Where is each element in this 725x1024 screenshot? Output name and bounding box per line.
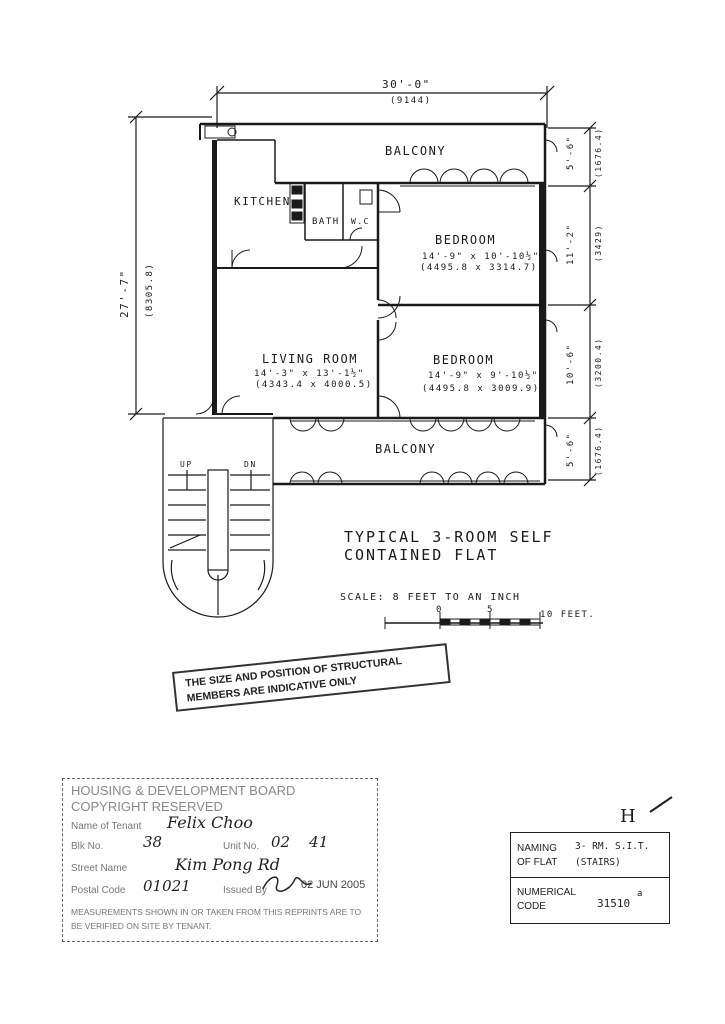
code-label-2: CODE xyxy=(517,901,546,912)
bedroom1-label: BEDROOM xyxy=(435,233,496,247)
block-label: Blk No. xyxy=(71,841,104,852)
hdb-note-1: MEASUREMENTS SHOWN IN OR TAKEN FROM THIS… xyxy=(71,907,362,917)
hdb-copyright-box: HOUSING & DEVELOPMENT BOARD COPYRIGHT RE… xyxy=(62,778,378,942)
scale-tick-0: 0 xyxy=(436,605,443,615)
tenant-label: Name of Tenant xyxy=(71,821,142,832)
living-room-size: 14'-3" x 13'-1½" xyxy=(254,368,365,379)
tenant-name: Felix Choo xyxy=(167,813,253,832)
bedroom1-size-mm: (4495.8 x 3314.7) xyxy=(420,263,538,273)
code-suffix: a xyxy=(637,889,643,899)
right-bottom-dim-mm: (1676.4) xyxy=(594,425,603,476)
living-room-size-mm: (4343.4 x 4000.5) xyxy=(255,380,373,390)
right-bed1-dim-mm: (3429) xyxy=(594,224,603,262)
corner-mark: H xyxy=(620,806,636,827)
bedroom2-size: 14'-9" x 9'-10½" xyxy=(428,370,539,381)
street-value: Kim Pong Rd xyxy=(175,855,280,874)
drawing-title-line2: CONTAINED FLAT xyxy=(344,546,498,564)
balcony-bottom-label: BALCONY xyxy=(375,442,436,456)
naming-value-2: (STAIRS) xyxy=(575,857,621,868)
stair-dn-label: DN xyxy=(244,460,257,469)
naming-label-1: NAMING xyxy=(517,843,557,854)
right-top-dim-mm: (1676.4) xyxy=(594,127,603,178)
corner-stroke-mark xyxy=(649,796,673,813)
issued-date: 02 JUN 2005 xyxy=(301,879,366,891)
wc-label: W.C xyxy=(351,217,370,226)
naming-value-1: 3- RM. S.I.T. xyxy=(575,841,650,852)
overall-depth-label: 27'-7" xyxy=(118,269,131,318)
street-label: Street Name xyxy=(71,863,128,874)
code-label-1: NUMERICAL xyxy=(517,887,576,898)
overall-depth-mm-label: (8305.8) xyxy=(145,263,155,318)
overall-width-label: 30'-0" xyxy=(382,78,431,91)
overall-width-mm-label: (9144) xyxy=(390,96,432,106)
signature-mark xyxy=(262,876,312,892)
postal-code-label: Postal Code xyxy=(71,885,126,896)
naming-label-2: OF FLAT xyxy=(517,857,558,868)
right-bed1-dim: 11'-2" xyxy=(566,223,576,265)
hdb-line-1: HOUSING & DEVELOPMENT BOARD xyxy=(71,783,296,798)
unit-value: 02 41 xyxy=(271,833,329,851)
right-bottom-dim: 5'-6" xyxy=(566,432,576,467)
right-top-dim: 5'-6" xyxy=(566,135,576,170)
living-room-label: LIVING ROOM xyxy=(262,352,358,366)
naming-box-divider xyxy=(511,877,669,878)
scale-tick-5: 5 xyxy=(487,605,494,615)
bath-label: BATH xyxy=(312,217,340,227)
flat-naming-box: NAMING OF FLAT 3- RM. S.I.T. (STAIRS) NU… xyxy=(510,832,670,924)
kitchen-label: KITCHEN xyxy=(234,195,291,208)
right-bed2-dim: 10'-6" xyxy=(566,343,576,385)
code-value: 31510 xyxy=(597,897,631,910)
right-bed2-dim-mm: (3200.4) xyxy=(594,337,603,388)
bedroom2-label: BEDROOM xyxy=(433,353,494,367)
hdb-line-2: COPYRIGHT RESERVED xyxy=(71,799,223,814)
bedroom2-size-mm: (4495.8 x 3009.9) xyxy=(422,384,540,394)
drawing-title-line1: TYPICAL 3-ROOM SELF xyxy=(344,528,554,546)
postal-code-value: 01021 xyxy=(143,877,191,895)
issued-by-label: Issued By xyxy=(223,885,267,896)
balcony-top-label: BALCONY xyxy=(385,144,446,158)
unit-label: Unit No. xyxy=(223,841,260,852)
stair-up-label: UP xyxy=(180,460,193,469)
bedroom1-size: 14'-9" x 10'-10½" xyxy=(422,251,540,262)
block-value: 38 xyxy=(143,833,163,851)
scale-label: SCALE: 8 FEET TO AN INCH xyxy=(340,592,521,603)
scale-tick-10: 10 FEET. xyxy=(540,610,595,620)
hdb-note-2: BE VERIFIED ON SITE BY TENANT. xyxy=(71,921,212,931)
